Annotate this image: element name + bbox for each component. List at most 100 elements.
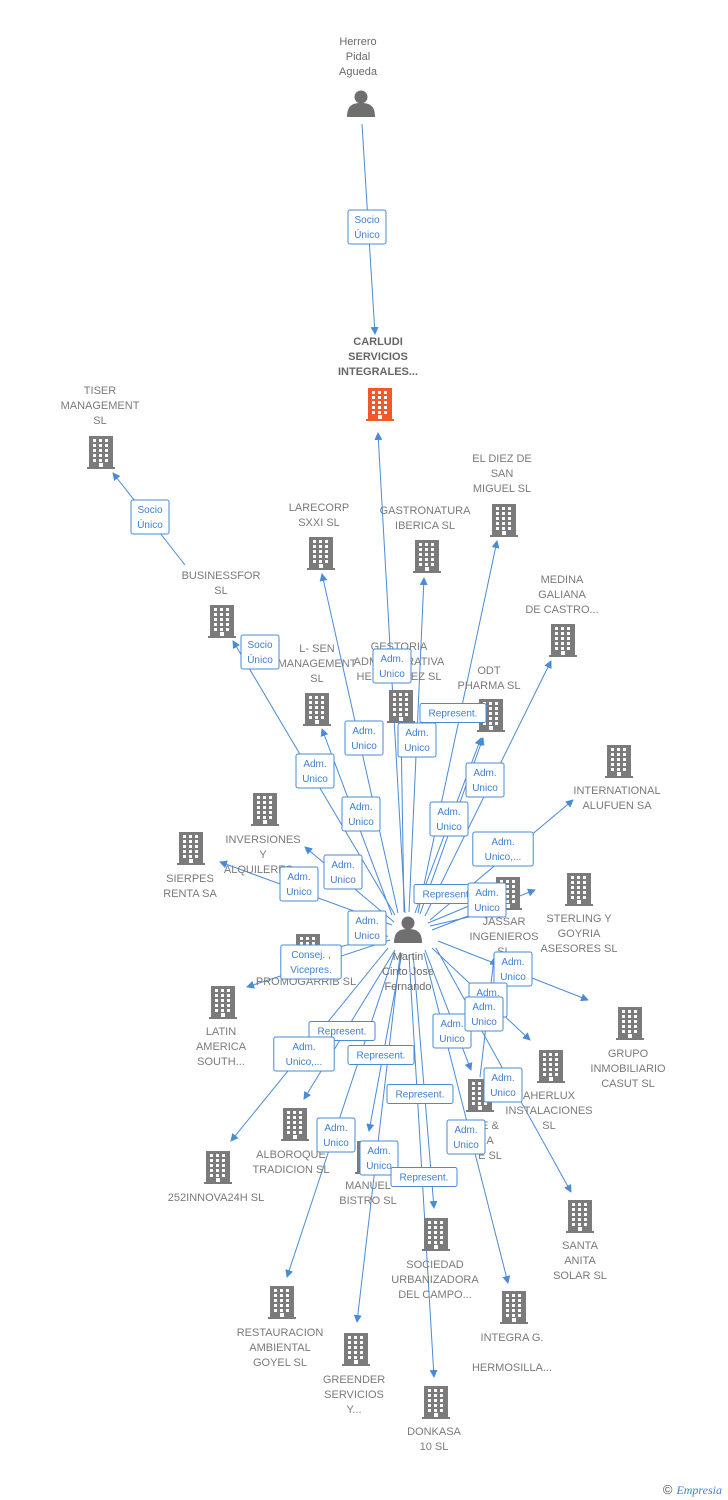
edge-label-restauracion: Adm.Unico <box>316 1117 356 1153</box>
edge-label-box <box>240 634 280 670</box>
edge-label-eldiez: Adm.Unico <box>429 801 469 837</box>
edge-label-text: Unico <box>366 1161 392 1172</box>
node-label-line: GREENDER <box>323 1374 385 1386</box>
footer-brand: ©Empresia <box>663 1482 722 1498</box>
edge-label-text: Adm. <box>475 888 498 899</box>
node-label-line: INMOBILIARIO <box>590 1063 666 1075</box>
node-label-line: INVERSIONES <box>225 834 300 846</box>
node-label-line: MANUEL <box>345 1180 391 1192</box>
node-label-line: SOCIEDAD <box>406 1259 464 1271</box>
edge-label-box <box>386 1084 454 1104</box>
edge-label-text: Adm. <box>501 957 524 968</box>
building-icon <box>422 1386 450 1419</box>
person-icon <box>394 916 422 943</box>
edge-label-lsen: Adm.Unico <box>295 753 335 789</box>
edge-label-text: Unico <box>474 903 500 914</box>
edge-label-text: Único <box>354 228 380 241</box>
node-label-line: SL <box>214 585 227 597</box>
node-label-line: Pidal <box>346 51 370 63</box>
node-label-line: LARECORP <box>289 502 350 514</box>
edge-label-gestoria: Adm.Unico <box>372 648 412 684</box>
edge-label-text: Adm. <box>472 1002 495 1013</box>
edge-label-text: Unico <box>354 931 380 942</box>
edge-label-text: Adm. <box>440 1019 463 1030</box>
edge-label-text: Único <box>137 518 163 531</box>
node-label-line: SOUTH... <box>197 1056 245 1068</box>
node-label-line: Fernando <box>384 981 431 993</box>
edge-label-text: Adm. <box>491 1073 514 1084</box>
node-label-line: SXXI SL <box>298 517 340 529</box>
edge-label-text: Unico <box>379 669 405 680</box>
edge-label-text: Socio <box>354 215 379 226</box>
node-label-line: EL DIEZ DE <box>472 453 532 465</box>
building-icon <box>251 793 279 826</box>
node-label-line: GOYRIA <box>558 928 601 940</box>
node-label-line: Agueda <box>339 66 378 78</box>
edge-label-text: Unico,... <box>485 852 522 863</box>
building-icon <box>605 745 633 778</box>
node-label-line: Cinto Jose <box>382 966 434 978</box>
node-label-line: INSTALACIONES <box>505 1105 592 1117</box>
company-node-innova[interactable]: 252INNOVA24H SL <box>168 1151 264 1204</box>
edge-label-medina: Adm.Unico <box>465 762 505 798</box>
node-label-line: DONKASA <box>407 1426 461 1438</box>
edge-label-text: Represent. <box>318 1027 367 1038</box>
company-node-latin[interactable]: LATINAMERICASOUTH... <box>196 986 247 1068</box>
node-label-line: GRUPO <box>608 1048 649 1060</box>
edge-label-box <box>464 996 504 1032</box>
building-icon <box>500 1291 528 1324</box>
node-label-line: E & <box>481 1120 499 1132</box>
node-label-line: MEDINA <box>541 574 584 586</box>
company-node-carludi[interactable]: CARLUDISERVICIOSINTEGRALES... <box>338 336 418 421</box>
edge-label-text: Represent. <box>429 709 478 720</box>
edge-label-text: Adm. <box>355 916 378 927</box>
node-label-line: MANAGEMENT <box>61 400 140 412</box>
edge-label-text: Adm. <box>454 1125 477 1136</box>
company-node-integra[interactable]: INTEGRA G.HERMOSILLA... <box>472 1291 552 1374</box>
edge-label-box <box>273 1036 335 1072</box>
company-node-larecorp[interactable]: LARECORP SXXI SL <box>289 502 350 570</box>
edge-label-box <box>359 1140 399 1176</box>
edge-label-text: Unico <box>453 1140 479 1151</box>
edge-label-integra: Adm. Unico <box>446 1119 486 1155</box>
edge-label-box <box>390 1167 458 1187</box>
edge-label-box <box>372 648 412 684</box>
edge-label-international: Adm.Unico,... <box>472 831 534 867</box>
building-icon <box>387 690 415 723</box>
edge-label-text: Adm. <box>405 728 428 739</box>
node-label-line: ODT <box>477 665 501 677</box>
company-node-greender[interactable]: GREENDERSERVICIOSY... <box>323 1333 385 1416</box>
building-icon <box>537 1050 565 1083</box>
node-label-line: SANTA <box>562 1240 599 1252</box>
node-label-line: AMBIENTAL <box>249 1342 311 1354</box>
company-node-inversiones[interactable]: INVERSIONESYALQUILERES... <box>224 793 302 876</box>
node-label-line: Martin <box>393 951 424 963</box>
node-label-line: RESTAURACION <box>237 1327 324 1339</box>
edge-label-donkasa: Represent. <box>390 1167 458 1187</box>
node-label-line: SOLAR SL <box>553 1270 607 1282</box>
building-icon <box>303 693 331 726</box>
edge-label-box <box>493 951 533 987</box>
edge-label-manuel: Represent. <box>347 1045 415 1065</box>
building-icon <box>549 624 577 657</box>
